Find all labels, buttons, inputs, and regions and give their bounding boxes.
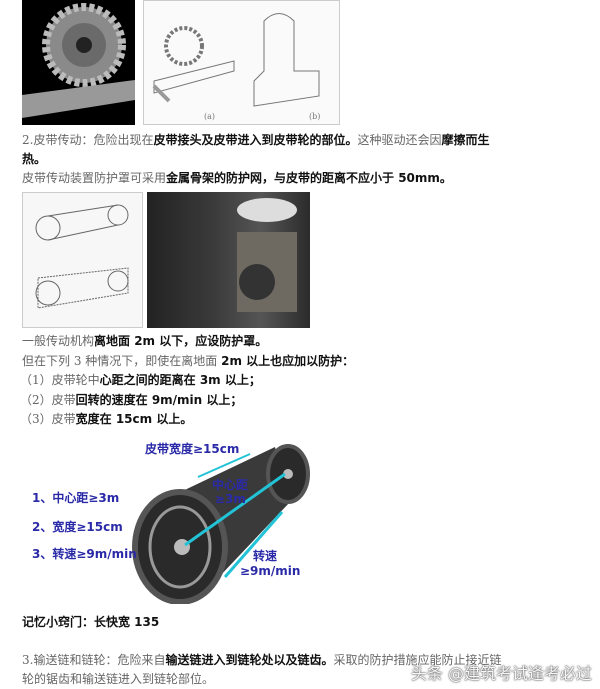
belt-width-label: 皮带宽度≥15cm <box>145 442 240 456</box>
center-distance-label: 中心距 <box>212 478 249 492</box>
rules-item: （3）皮带宽度在 15cm 以上。 <box>20 412 193 426</box>
section2-line3: 皮带传动装置防护罩可采用金属骨架的防护网，与皮带的距离不应小于 50mm。 <box>22 171 452 185</box>
gear-guard-drawing: (a) (b) <box>143 0 340 125</box>
svg-text:(a): (a) <box>204 112 215 121</box>
belt-guard-photo <box>147 192 310 328</box>
rules-line1: 一般传动机构离地面 2m 以下，应设防护罩。 <box>22 334 268 348</box>
gear-rack-photo <box>22 0 135 125</box>
list-item-2: 2、宽度≥15cm <box>32 520 123 534</box>
center-distance-value: ≥3m <box>215 492 246 506</box>
speed-value: ≥9m/min <box>240 564 301 578</box>
section3-line1: 3.输送链和链轮：危险来自输送链进入到链轮处以及链齿。采取的防护措施应能防止接近… <box>22 653 502 667</box>
svg-text:(b): (b) <box>309 112 320 121</box>
mnemonic: 记忆小窍门：长快宽 135 <box>22 615 160 629</box>
rules-line2: 但在下列 3 种情况下，即使在离地面 2m 以上也应加以防护： <box>22 354 355 368</box>
section2-line1: 2.皮带传动：危险出现在皮带接头及皮带进入到皮带轮的部位。这种驱动还会因摩擦而生 <box>22 133 490 147</box>
list-item-3: 3、转速≥9m/min <box>32 547 137 561</box>
belt-diagram: 皮带宽度≥15cm 中心距 ≥3m 1、中心距≥3m 2、宽度≥15cm 3、转… <box>20 432 320 604</box>
belt-guard-drawing <box>22 192 143 328</box>
list-item-1: 1、中心距≥3m <box>32 491 120 505</box>
speed-label: 转速 <box>253 549 278 563</box>
rules-item: （1）皮带轮中心距之间的距离在 3m 以上； <box>20 373 261 387</box>
section3-line2: 轮的锯齿和输送链进入到链轮部位。 <box>22 672 215 686</box>
rules-item: （2）皮带回转的速度在 9m/min 以上； <box>20 393 243 407</box>
section2-line2: 热。 <box>22 152 47 166</box>
watermark: 头条 @建筑考试逢考必过 <box>410 664 592 683</box>
